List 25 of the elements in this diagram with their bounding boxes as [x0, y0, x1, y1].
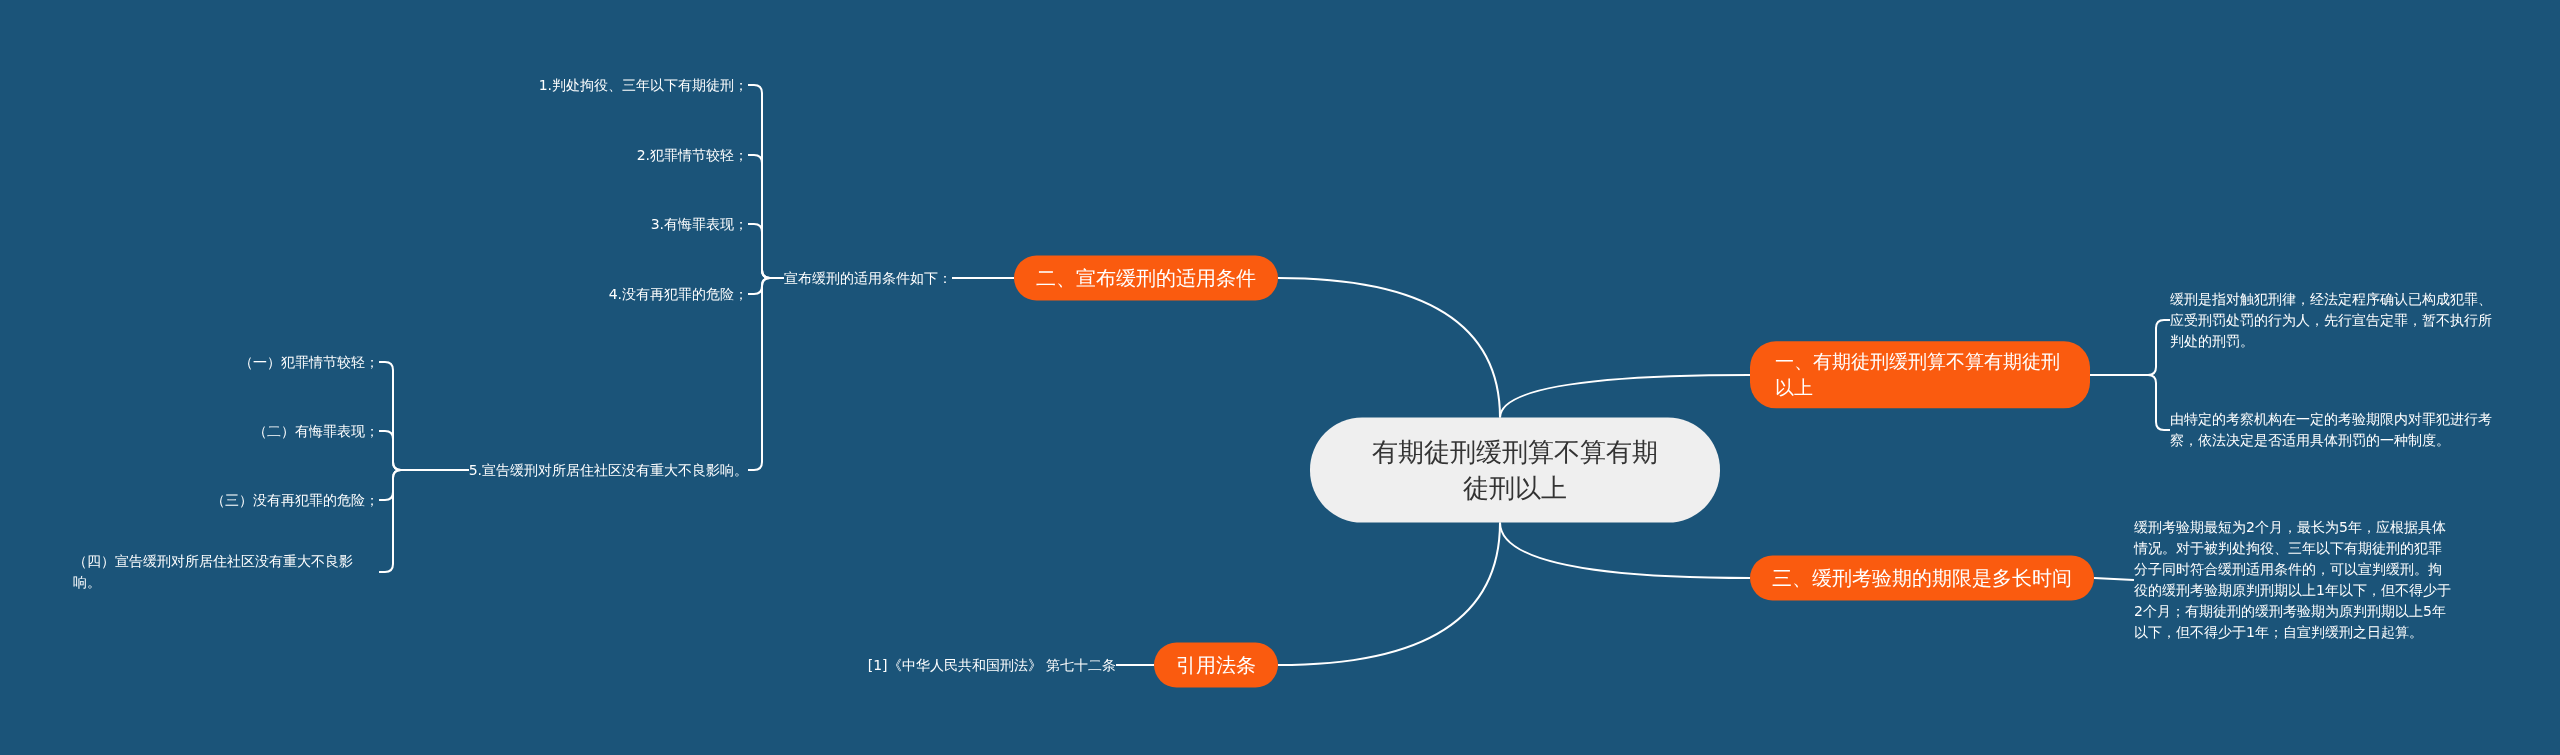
- central-topic: 有期徒刑缓刑算不算有期徒刑以上: [1310, 417, 1720, 523]
- branch-topic: 一、有期徒刑缓刑算不算有期徒刑以上: [1750, 341, 2090, 409]
- topic-text: [1]《中华人民共和国刑法》 第七十二条: [867, 654, 1116, 676]
- topic-text: （一）犯罪情节较轻；: [239, 351, 379, 373]
- topic-text: 5.宣告缓刑对所居住社区没有重大不良影响。: [468, 459, 748, 481]
- topic-text: （三）没有再犯罪的危险；: [211, 489, 379, 511]
- branch-topic: 三、缓刑考验期的期限是多长时间: [1750, 555, 2094, 601]
- topic-text: 1.判处拘役、三年以下有期徒刑；: [538, 74, 748, 96]
- topic-text: 缓刑考验期最短为2个月，最长为5年，应根据具体情况。对于被判处拘役、三年以下有期徒刑的犯罪分子同时符合缓刑适用条件的，可以宣判缓刑。拘役的缓刑考验期原判刑期以上1年以下，但不得少于2个月；有期徒刑的缓刑考验期为原判刑期以上5年以下，但不得少于1年；自宣判缓刑之日起算。: [2134, 517, 2452, 643]
- topic-text: 4.没有再犯罪的危险；: [608, 283, 748, 305]
- topic-text: （二）有悔罪表现；: [253, 420, 379, 442]
- connector: [1277, 521, 1501, 666]
- connector: [1499, 374, 1751, 419]
- topic-text: 由特定的考察机构在一定的考验期限内对罪犯进行考察，依法决定是否适用具体刑罚的一种制度。: [2170, 409, 2492, 451]
- connector: [2093, 577, 2135, 581]
- connector: [2089, 374, 2171, 431]
- topic-text: 缓刑是指对触犯刑律，经法定程序确认已构成犯罪、应受刑罚处罚的行为人，先行宣告定罪，暂不执行所判处的刑罚。: [2170, 288, 2492, 352]
- connector: [951, 277, 1015, 279]
- branch-topic: 二、宣布缓刑的适用条件: [1014, 255, 1278, 301]
- topic-text: （四）宣告缓刑对所居住社区没有重大不良影响。: [73, 551, 379, 593]
- branch-topic: 引用法条: [1154, 642, 1278, 688]
- connector: [1115, 664, 1155, 666]
- topic-text: 宣布缓刑的适用条件如下：: [784, 267, 952, 289]
- topic-text: 3.有悔罪表现；: [650, 213, 748, 235]
- topic-text: 2.犯罪情节较轻；: [636, 144, 748, 166]
